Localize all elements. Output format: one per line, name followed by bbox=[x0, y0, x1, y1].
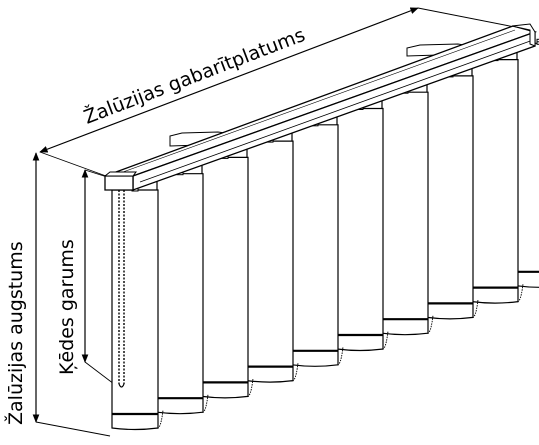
slat-panel bbox=[336, 107, 384, 352]
headrail-end-cap bbox=[104, 175, 134, 191]
chain-extension-bottom bbox=[84, 361, 115, 385]
headrail-groove-2 bbox=[111, 29, 516, 177]
bottom-chain bbox=[468, 299, 479, 319]
height-dimension: Žalūzijas augstums bbox=[4, 152, 111, 437]
slat-panel bbox=[291, 124, 339, 367]
slat bbox=[153, 169, 204, 429]
chain-length-dimension: Ķēdes garums bbox=[56, 169, 115, 385]
slat-panel bbox=[156, 173, 204, 415]
headrail-groove bbox=[139, 39, 534, 183]
headrail bbox=[103, 23, 538, 191]
bottom-chain bbox=[513, 283, 524, 303]
slat bbox=[198, 152, 249, 413]
slat-panel bbox=[471, 59, 519, 304]
bottom-chain bbox=[198, 394, 209, 413]
bottom-chain bbox=[378, 331, 389, 350]
bottom-chain bbox=[153, 410, 164, 429]
chain-loop bbox=[118, 383, 125, 388]
slat bbox=[468, 55, 519, 319]
slat-panel bbox=[201, 156, 249, 399]
bottom-chain bbox=[243, 378, 254, 398]
slat bbox=[333, 104, 384, 366]
slat-panel bbox=[426, 75, 474, 320]
bottom-chain bbox=[333, 346, 344, 366]
bottom-chain bbox=[288, 362, 299, 382]
slat-panel bbox=[381, 91, 429, 336]
bottom-chain bbox=[423, 315, 434, 334]
slat bbox=[243, 136, 294, 398]
control-chain bbox=[118, 190, 125, 388]
chain-length-label: Ķēdes garums bbox=[56, 239, 78, 375]
chain-extension-top bbox=[84, 169, 105, 177]
height-label: Žalūzijas augstums bbox=[4, 241, 27, 425]
slat bbox=[288, 120, 339, 382]
width-label: Žalūzijas gabarītplatums bbox=[81, 23, 309, 129]
headrail-right-cap bbox=[511, 23, 536, 47]
slat bbox=[378, 87, 429, 350]
slat-panel bbox=[516, 42, 539, 288]
slat-panel bbox=[246, 140, 294, 383]
width-dimension-arrow bbox=[39, 7, 419, 153]
slat bbox=[423, 71, 474, 334]
height-extension-bottom bbox=[35, 421, 111, 437]
headrail-end-cap-top bbox=[103, 171, 137, 177]
width-extension-left bbox=[39, 151, 107, 177]
